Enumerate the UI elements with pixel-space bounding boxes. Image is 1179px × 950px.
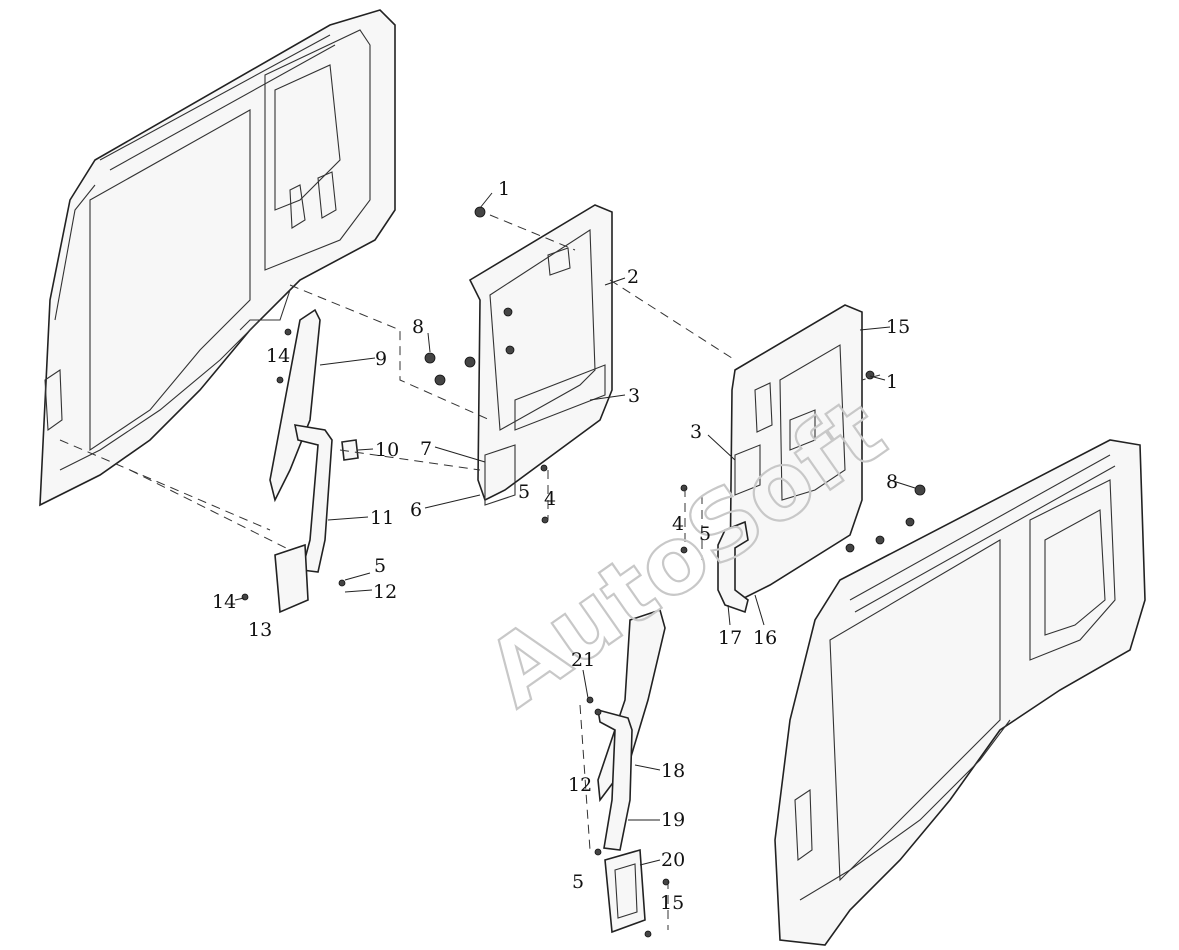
lower-cover-13: [274, 543, 309, 614]
callout: 14: [212, 591, 236, 613]
callout: 5: [572, 871, 584, 893]
long-handle-11: [293, 424, 333, 573]
callout: 4: [544, 488, 556, 510]
callout: 4: [672, 513, 684, 535]
callout: 5: [699, 523, 711, 545]
pillar-trim-9: [269, 308, 321, 503]
callout: 5: [518, 481, 530, 503]
callout-labels: 1 2 3 3 4 4 5 5 5 5 6 7 8 8 9 10 11 12 1…: [212, 178, 910, 914]
callout: 3: [628, 385, 640, 407]
callout: 6: [410, 499, 422, 521]
right-cab-frame: [774, 439, 1146, 946]
callout: 20: [661, 849, 685, 871]
left-cab-frame: [39, 9, 396, 507]
callout: 12: [568, 774, 592, 796]
callout: 3: [690, 421, 702, 443]
grab-handle-17: [717, 520, 749, 614]
callout: 18: [661, 760, 685, 782]
handle-19: [597, 708, 633, 851]
callout: 2: [627, 266, 639, 288]
assembly-lines: [59, 214, 881, 930]
callout: 17: [718, 627, 742, 649]
callout: 12: [373, 581, 397, 603]
callout: 21: [571, 649, 595, 671]
leader-lines: [234, 192, 916, 866]
fasteners: [241, 206, 926, 938]
callout: 15: [886, 316, 910, 338]
callout: 7: [420, 438, 432, 460]
callout: 5: [374, 555, 386, 577]
front-trim-panel-15: [729, 304, 863, 602]
cover-20: [604, 848, 646, 934]
callout: 9: [375, 348, 387, 370]
callout: 14: [266, 345, 290, 367]
callout: 13: [248, 619, 272, 641]
callout: 8: [886, 471, 898, 493]
callout: 16: [753, 627, 777, 649]
callout: 1: [886, 371, 898, 393]
rear-trim-panel-2: [468, 204, 613, 506]
callout: 19: [661, 809, 685, 831]
callout: 10: [375, 439, 399, 461]
clip-10: [341, 439, 359, 461]
callout: 15: [660, 892, 684, 914]
callout: 8: [412, 316, 424, 338]
callout: 1: [498, 178, 510, 200]
callout: 11: [370, 507, 394, 529]
